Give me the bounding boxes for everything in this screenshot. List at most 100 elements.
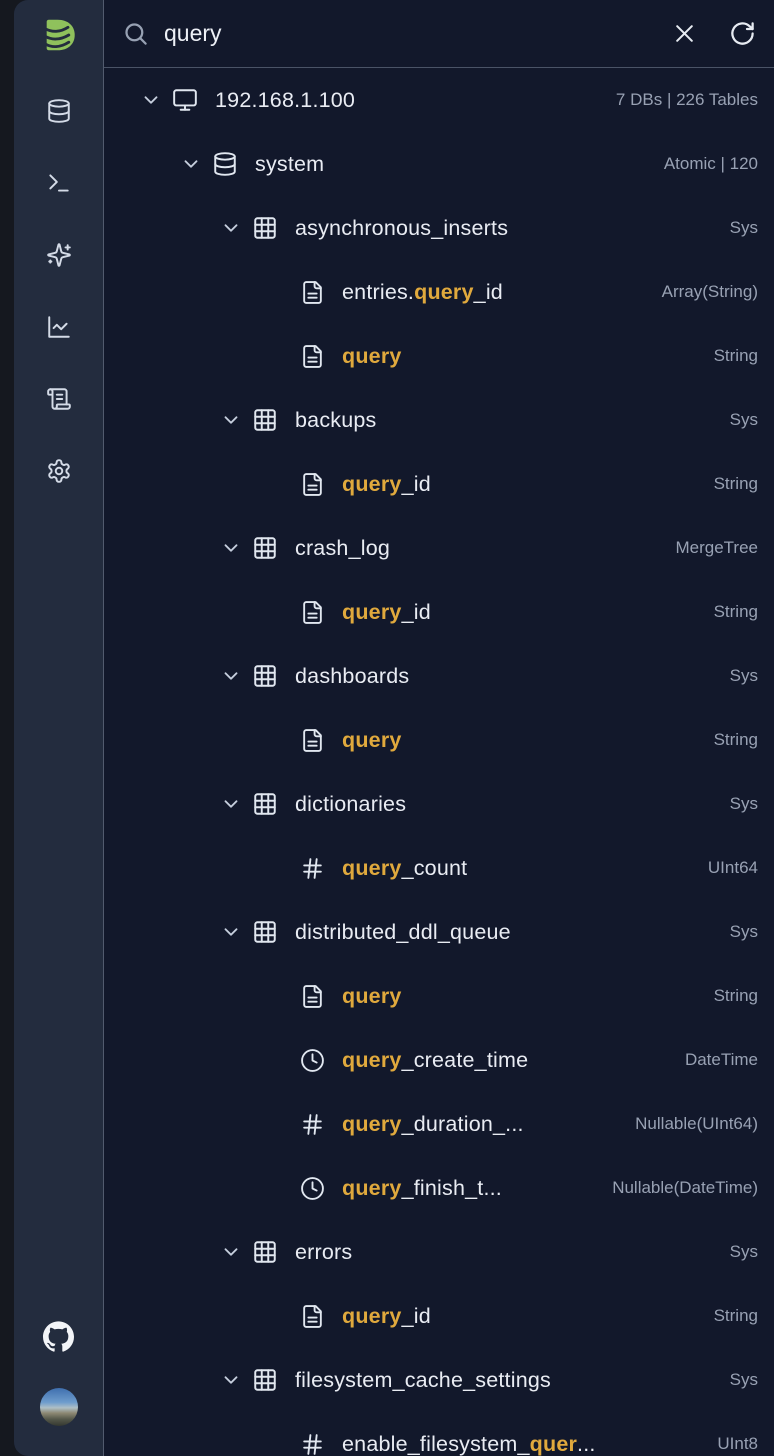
chevron-down-icon[interactable]: [220, 1241, 242, 1263]
github-icon[interactable]: [43, 1321, 74, 1352]
node-type-label: Sys: [729, 1242, 758, 1261]
tree-row-query[interactable]: query String: [104, 708, 774, 772]
node-type-label: String: [713, 602, 758, 621]
node-type-label: 7 DBs | 226 Tables: [615, 90, 758, 109]
tree-row-query_id[interactable]: query_id String: [104, 1284, 774, 1348]
file-text-icon: [300, 472, 325, 497]
tree-row-backups[interactable]: backups Sys: [104, 388, 774, 452]
node-label: dictionaries: [295, 791, 407, 816]
node-type-label: DateTime: [684, 1050, 758, 1069]
tree-row-distributed_ddl_queue[interactable]: distributed_ddl_queue Sys: [104, 900, 774, 964]
node-label: query_finish_t...: [342, 1175, 502, 1200]
node-label: errors: [295, 1239, 353, 1264]
node-label: dashboards: [295, 663, 410, 688]
tree-row-query_finish_t...[interactable]: query_finish_t... Nullable(DateTime): [104, 1156, 774, 1220]
node-label: query_duration_...: [342, 1111, 524, 1136]
node-type-label: Sys: [729, 666, 758, 685]
tree-row-query[interactable]: query String: [104, 964, 774, 1028]
chevron-down-icon[interactable]: [220, 793, 242, 815]
chevron-down-icon[interactable]: [220, 665, 242, 687]
node-label: query_id: [342, 1303, 431, 1328]
chevron-down-icon[interactable]: [140, 89, 162, 111]
sidebar-item-settings[interactable]: [46, 459, 72, 483]
chevron-down-icon[interactable]: [220, 1369, 242, 1391]
node-label: system: [255, 151, 325, 176]
sidebar-footer: [39, 1321, 78, 1426]
sidebar-item-sql-console[interactable]: [46, 171, 72, 195]
database-icon: [46, 98, 72, 124]
sidebar-item-logs[interactable]: [46, 387, 72, 411]
clear-search-button[interactable]: [671, 20, 698, 47]
node-type-label: String: [713, 730, 758, 749]
node-label: query: [342, 343, 402, 368]
tree-row-errors[interactable]: errors Sys: [104, 1220, 774, 1284]
node-label: backups: [295, 407, 377, 432]
node-type-label: Sys: [729, 410, 758, 429]
file-text-icon: [300, 728, 325, 753]
node-type-label: String: [713, 474, 758, 493]
node-label: query_id: [342, 599, 431, 624]
tree-row-query_duration_...[interactable]: query_duration_... Nullable(UInt64): [104, 1092, 774, 1156]
hash-icon: [300, 1432, 325, 1456]
node-type-label: Sys: [729, 922, 758, 941]
database-icon: [212, 151, 238, 177]
search-input[interactable]: [164, 20, 671, 47]
x-icon: [671, 20, 698, 47]
scroll-text-icon: [46, 386, 72, 412]
file-text-icon: [300, 600, 325, 625]
monitor-icon: [172, 87, 198, 113]
search-icon: [122, 20, 149, 47]
table-icon: [252, 791, 278, 817]
node-label: asynchronous_inserts: [295, 215, 509, 240]
avatar[interactable]: [39, 1388, 78, 1426]
tree-row-enable_filesystem_quer...[interactable]: enable_filesystem_quer... UInt8: [104, 1412, 774, 1456]
tree-row-crash_log[interactable]: crash_log MergeTree: [104, 516, 774, 580]
node-label: enable_filesystem_quer...: [342, 1431, 596, 1456]
chevron-down-icon[interactable]: [220, 537, 242, 559]
sidebar: [14, 0, 104, 1456]
node-type-label: String: [713, 1306, 758, 1325]
node-label: crash_log: [295, 535, 391, 560]
table-icon: [252, 1239, 278, 1265]
chevron-down-icon[interactable]: [220, 409, 242, 431]
tree-row-query_id[interactable]: query_id String: [104, 452, 774, 516]
sidebar-item-ai-assistant[interactable]: [46, 243, 72, 267]
node-type-label: Nullable(DateTime): [612, 1178, 758, 1197]
node-label: query: [342, 727, 402, 752]
sidebar-item-metrics[interactable]: [46, 315, 72, 339]
node-label: distributed_ddl_queue: [295, 919, 511, 944]
node-type-label: String: [713, 986, 758, 1005]
hash-icon: [300, 1112, 325, 1137]
node-label: query_id: [342, 471, 431, 496]
sidebar-nav: [46, 99, 72, 483]
tree-row-dashboards[interactable]: dashboards Sys: [104, 644, 774, 708]
node-type-label: UInt64: [707, 858, 758, 877]
chevron-down-icon[interactable]: [220, 921, 242, 943]
chevron-down-icon[interactable]: [180, 153, 202, 175]
table-icon: [252, 919, 278, 945]
sidebar-item-databases[interactable]: [46, 99, 72, 123]
tree-row-query_id[interactable]: query_id String: [104, 580, 774, 644]
app-logo-icon[interactable]: [38, 20, 80, 50]
table-icon: [252, 1367, 278, 1393]
node-type-label: UInt8: [717, 1434, 758, 1453]
hash-icon: [300, 856, 325, 881]
node-label: query: [342, 983, 402, 1008]
table-icon: [252, 215, 278, 241]
refresh-button[interactable]: [729, 20, 756, 47]
node-type-label: Nullable(UInt64): [635, 1114, 758, 1133]
node-type-label: MergeTree: [675, 538, 758, 557]
chevron-down-icon[interactable]: [220, 217, 242, 239]
